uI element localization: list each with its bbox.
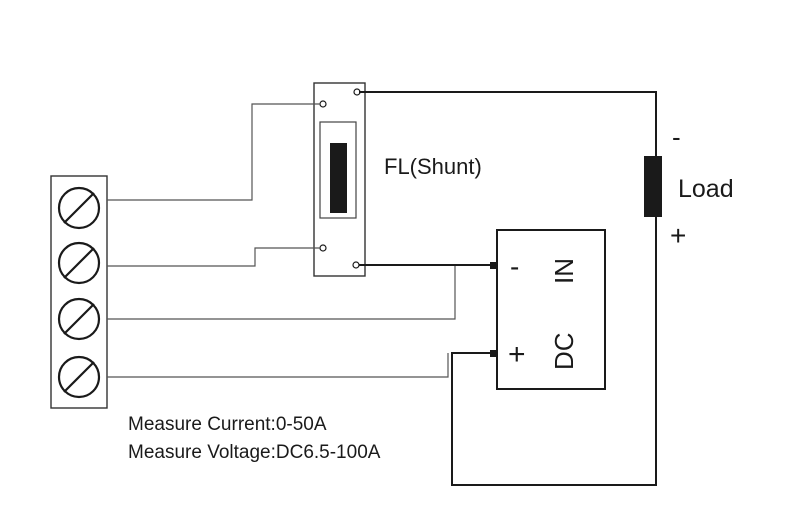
terminal-block	[50, 175, 108, 409]
terminal-screw-2	[57, 241, 101, 285]
load-neg-sign: -	[672, 122, 681, 152]
shunt	[313, 82, 366, 277]
load-resistor	[644, 156, 662, 217]
current-range-note: Measure Current:0-50A	[128, 414, 327, 435]
shunt-resistor-element	[330, 143, 347, 213]
voltage-range-note: Measure Voltage:DC6.5-100A	[128, 442, 381, 463]
meter-module	[490, 229, 606, 390]
meter-pos-terminal	[490, 350, 497, 357]
terminal-screw-4	[57, 355, 101, 399]
load-label: Load	[678, 175, 734, 203]
power-wires	[359, 91, 657, 486]
load-pos-sign: +	[670, 220, 686, 251]
terminal-screw-1	[57, 186, 101, 230]
meter-neg-terminal	[490, 262, 497, 269]
meter-pos-sign: +	[508, 338, 526, 371]
meter-dc-label: DC	[549, 332, 579, 370]
meter-neg-sign: -	[510, 251, 519, 282]
terminal-screw-3	[57, 297, 101, 341]
meter-in-label: IN	[549, 258, 579, 284]
shunt-label: FL(Shunt)	[384, 154, 482, 179]
sense-wires	[107, 103, 456, 378]
